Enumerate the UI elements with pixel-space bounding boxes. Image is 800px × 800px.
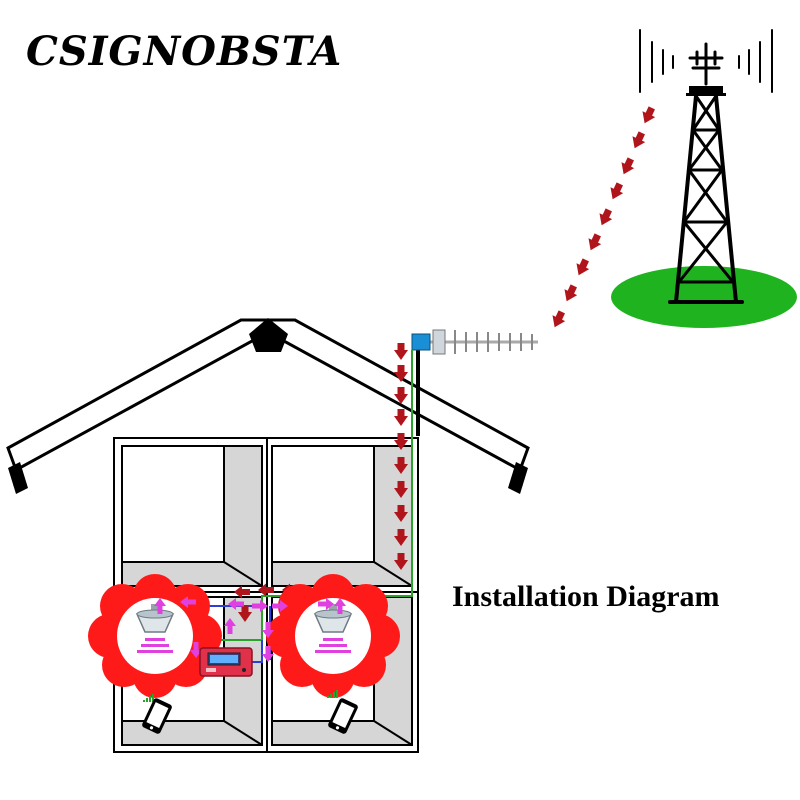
- coverage-zone-right: [266, 574, 400, 698]
- ceiling-antenna-icon: [135, 604, 175, 653]
- smartphone-icon: [142, 698, 172, 734]
- cell-tower-icon: [668, 42, 744, 304]
- smartphone-icon: [328, 698, 358, 734]
- coverage-zone-left: [88, 574, 222, 698]
- broadcast-waves-icon: [639, 29, 773, 93]
- diagram-caption: Installation Diagram: [452, 580, 720, 613]
- yagi-antenna-icon: [411, 329, 538, 436]
- signal-bars-icon: [143, 694, 154, 702]
- signal-repeater-icon: [199, 647, 253, 677]
- ground-patch: [611, 266, 797, 328]
- signal-bars-icon: [327, 690, 338, 698]
- brand-title: CSIGNOBSTA: [26, 28, 343, 75]
